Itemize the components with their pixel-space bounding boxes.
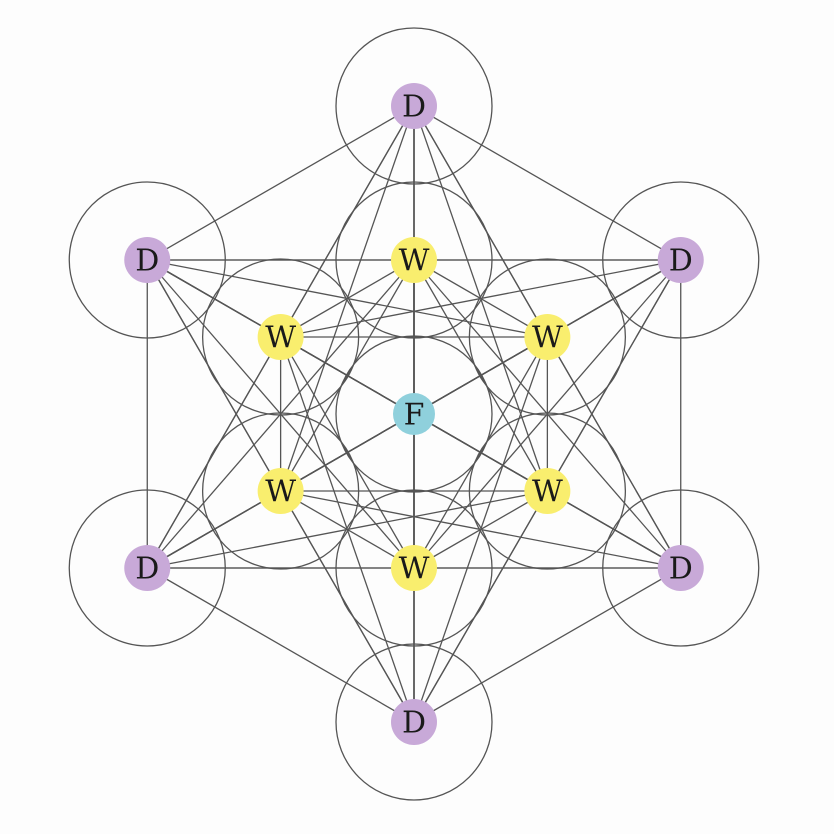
node-w-lower-right: W [524,468,571,514]
node-label-w-upper-left: W [265,321,296,356]
node-label-d-top: D [402,90,426,125]
node-d-lower-right: D [657,545,704,591]
node-label-center: F [404,398,425,433]
node-dot-w-bottom [391,545,437,591]
node-label-d-upper-left: D [135,244,159,279]
node-dot-w-top [391,237,437,283]
edge-w-upper-left-d-upper-right [280,259,681,338]
edge-d-bottom-d-lower-left [146,567,415,723]
node-center: F [393,393,435,435]
node-dot-w-upper-left [257,314,304,360]
node-label-d-upper-right: D [669,244,693,279]
edge-w-bottom-d-upper-right [413,259,682,569]
node-label-w-lower-left: W [265,475,296,510]
node-label-d-lower-left: D [135,552,159,587]
node-dot-d-upper-left [124,237,171,283]
edge-w-lower-left-d-lower-right [280,490,681,569]
node-d-bottom: D [391,699,437,745]
node-dot-w-lower-left [257,468,304,514]
edge-w-lower-left-d-top [280,105,415,492]
node-label-d-lower-right: D [669,552,693,587]
node-dot-w-upper-right [524,314,571,360]
node-d-upper-left: D [124,237,171,283]
node-dot-w-lower-right [524,468,571,514]
node-dot-d-bottom [391,699,437,745]
node-dot-d-lower-right [657,545,704,591]
node-label-w-upper-right: W [532,321,563,356]
node-d-lower-left: D [124,545,171,591]
node-label-d-bottom: D [402,706,426,741]
edge-d-top-d-upper-right [413,105,682,261]
connection-lines [146,105,682,723]
node-d-upper-right: D [657,237,704,283]
node-w-upper-left: W [257,314,304,360]
node-dot-d-top [391,83,437,129]
node-label-w-lower-right: W [532,475,563,510]
node-dot-d-upper-right [657,237,704,283]
node-label-w-top: W [399,244,430,279]
node-w-lower-left: W [257,468,304,514]
node-d-top: D [391,83,437,129]
edge-w-upper-left-d-bottom [280,336,415,723]
edge-d-lower-right-d-bottom [413,567,682,723]
node-w-upper-right: W [524,314,571,360]
node-w-bottom: W [391,545,437,591]
edge-d-top-d-upper-left [146,105,415,261]
diagram-nodes: F W W W W W W D D D D D D [124,83,704,745]
node-label-w-bottom: W [399,552,430,587]
node-w-top: W [391,237,437,283]
node-dot-d-lower-left [124,545,171,591]
node-dot-center [393,393,435,435]
